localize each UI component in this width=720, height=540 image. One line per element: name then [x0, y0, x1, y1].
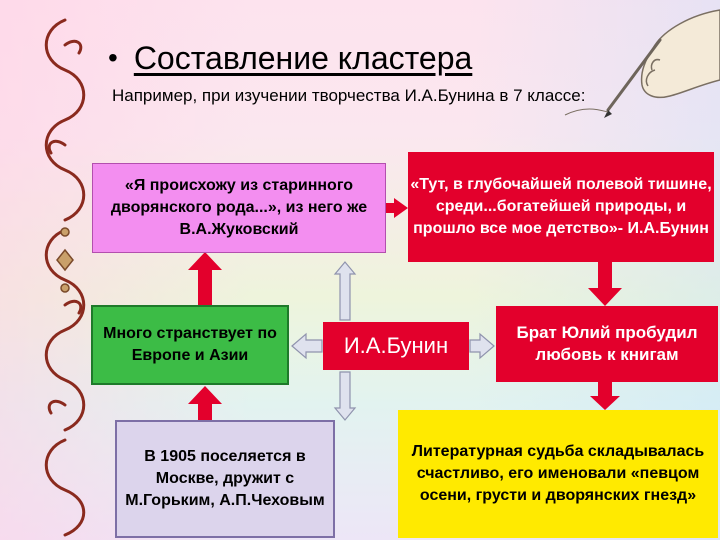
ornament-border-icon — [44, 18, 86, 537]
arrow-right-icon — [386, 198, 408, 218]
node-quote-origin: «Я происхожу из старинного дворянского р… — [92, 163, 386, 253]
node-quote-nature: «Тут, в глубочайшей полевой тишине, сред… — [408, 152, 714, 262]
node-moscow: В 1905 поселяется в Москве, дружит с М.Г… — [115, 420, 335, 538]
node-travels: Много странствует по Европе и Азии — [91, 305, 289, 385]
node-quote-origin-text: «Я происхожу из старинного дворянского р… — [110, 177, 368, 238]
page-subtitle: Например, при изучении творчества И.А.Бу… — [112, 86, 586, 105]
node-fate: Литературная судьба складывалась счастли… — [398, 410, 718, 538]
node-travels-text: Много странствует по Европе и Азии — [103, 325, 277, 364]
arrow-up-icon — [188, 252, 222, 305]
node-quote-nature-text: «Тут, в глубочайшей полевой тишине, сред… — [410, 176, 712, 237]
center-node: И.А.Бунин — [323, 322, 469, 370]
node-brother-text: Брат Юлий пробудил любовь к книгам — [516, 323, 698, 364]
connector-bottom — [333, 371, 357, 421]
node-moscow-text: В 1905 поселяется в Москве, дружит с М.Г… — [125, 448, 325, 509]
node-fate-text: Литературная судьба складывалась счастли… — [411, 443, 705, 504]
arrow-down-icon — [588, 262, 622, 306]
center-node-text: И.А.Бунин — [343, 333, 449, 358]
page-title: Составление кластера — [133, 39, 473, 76]
bullet-icon: • — [108, 42, 118, 73]
connector-right — [469, 332, 495, 360]
connector-top — [333, 261, 357, 321]
arrow-up-icon — [188, 386, 222, 420]
arrow-down-icon — [590, 382, 620, 410]
node-brother: Брат Юлий пробудил любовь к книгам — [496, 306, 718, 382]
connector-left — [291, 332, 323, 360]
hand-with-pen-icon — [564, 9, 720, 118]
title-row: • Составление кластера — [108, 36, 472, 80]
